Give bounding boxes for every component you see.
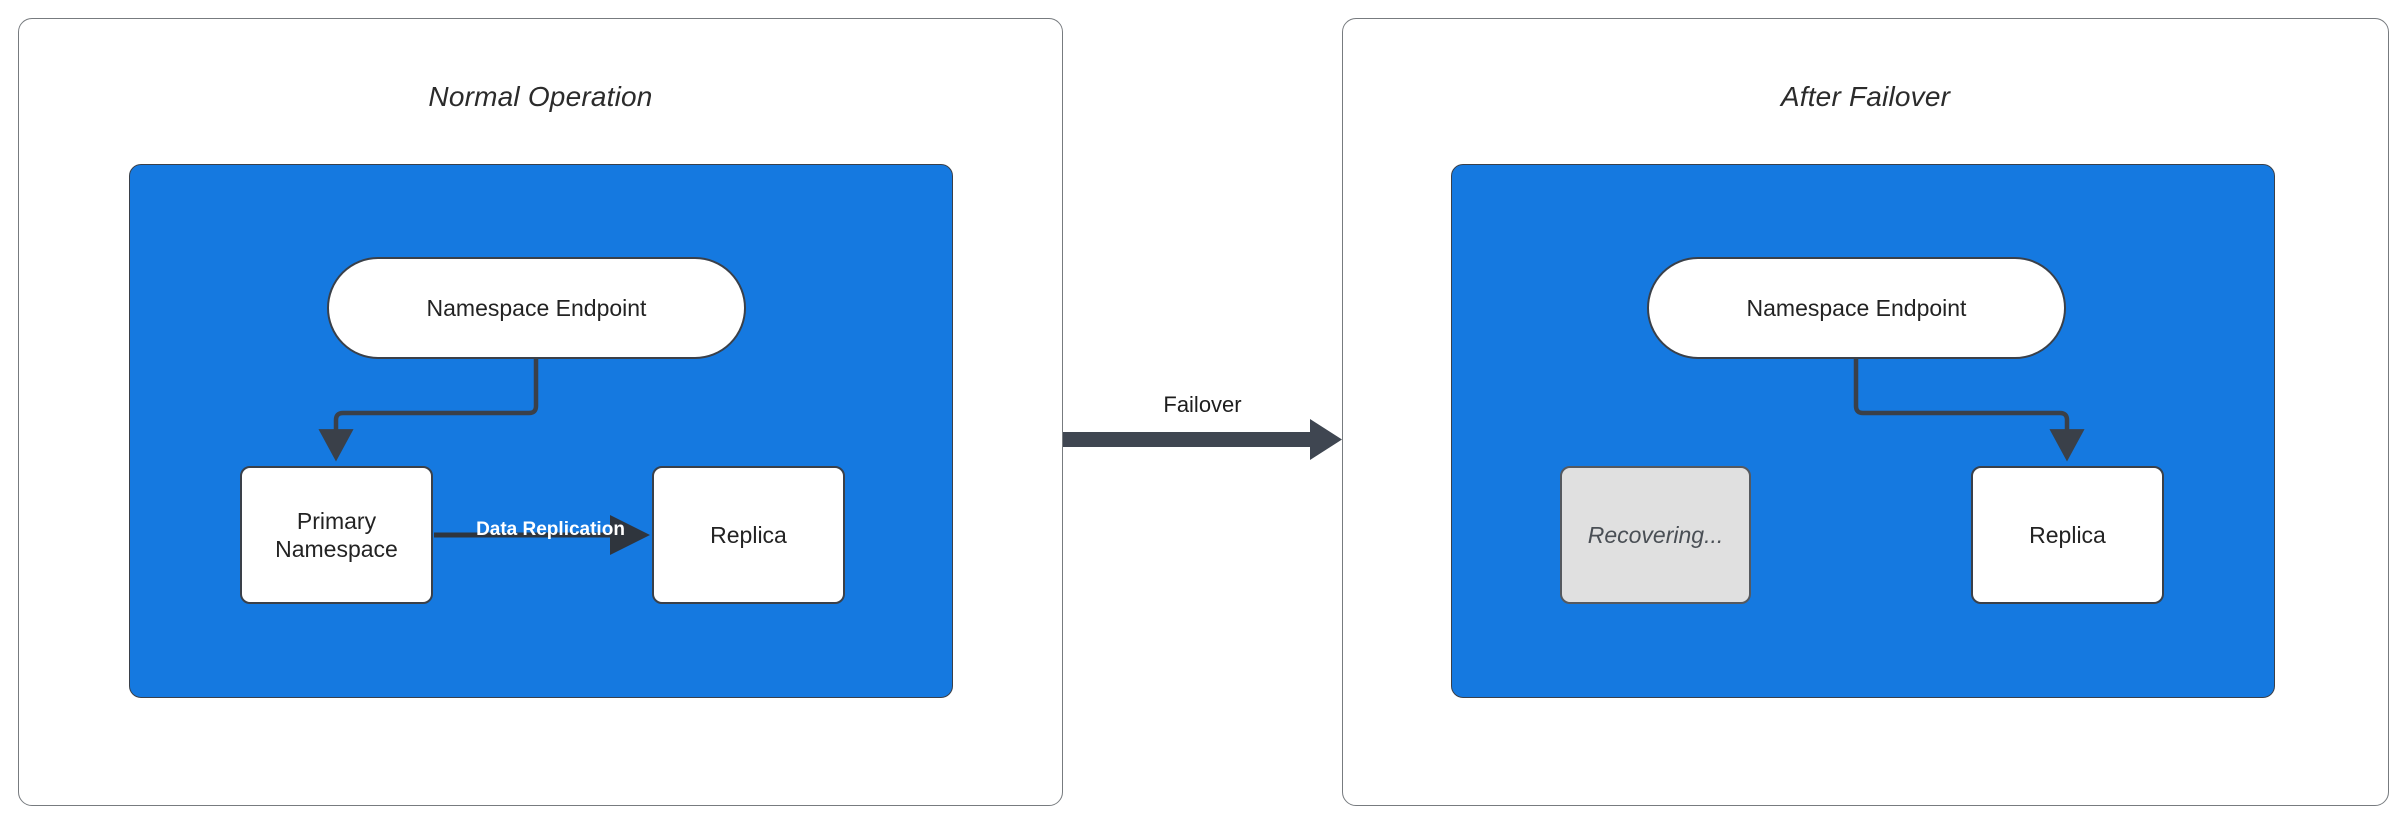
node-namespace-endpoint-left[interactable]: Namespace Endpoint [327, 257, 746, 359]
node-namespace-endpoint-right[interactable]: Namespace Endpoint [1647, 257, 2066, 359]
node-label-namespace-endpoint-right: Namespace Endpoint [1746, 294, 1967, 321]
edge-label-failover: Failover [1163, 392, 1242, 417]
group-container-normal-operation [129, 164, 953, 698]
edge-label-data-replication: Data Replication [476, 519, 625, 540]
node-label-primary-namespace: Primary Namespace [275, 507, 398, 563]
node-recovering[interactable]: Recovering... [1560, 466, 1751, 604]
group-container-after-failover [1451, 164, 2275, 698]
panel-title-normal-operation: Normal Operation [428, 81, 653, 112]
panel-title-after-failover: After Failover [1780, 81, 1951, 112]
node-primary-namespace[interactable]: Primary Namespace [240, 466, 433, 604]
node-label-replica-right: Replica [2029, 521, 2106, 548]
node-replica-left[interactable]: Replica [652, 466, 845, 604]
node-label-replica-left: Replica [710, 521, 787, 548]
node-label-primary-namespace-line1: Primary [296, 507, 377, 534]
node-label-primary-namespace-line2: Namespace [275, 536, 398, 562]
node-label-recovering: Recovering... [1587, 521, 1724, 548]
failover-arrow [1063, 419, 1342, 460]
node-label-namespace-endpoint-left: Namespace Endpoint [426, 294, 647, 321]
node-replica-right[interactable]: Replica [1971, 466, 2164, 604]
